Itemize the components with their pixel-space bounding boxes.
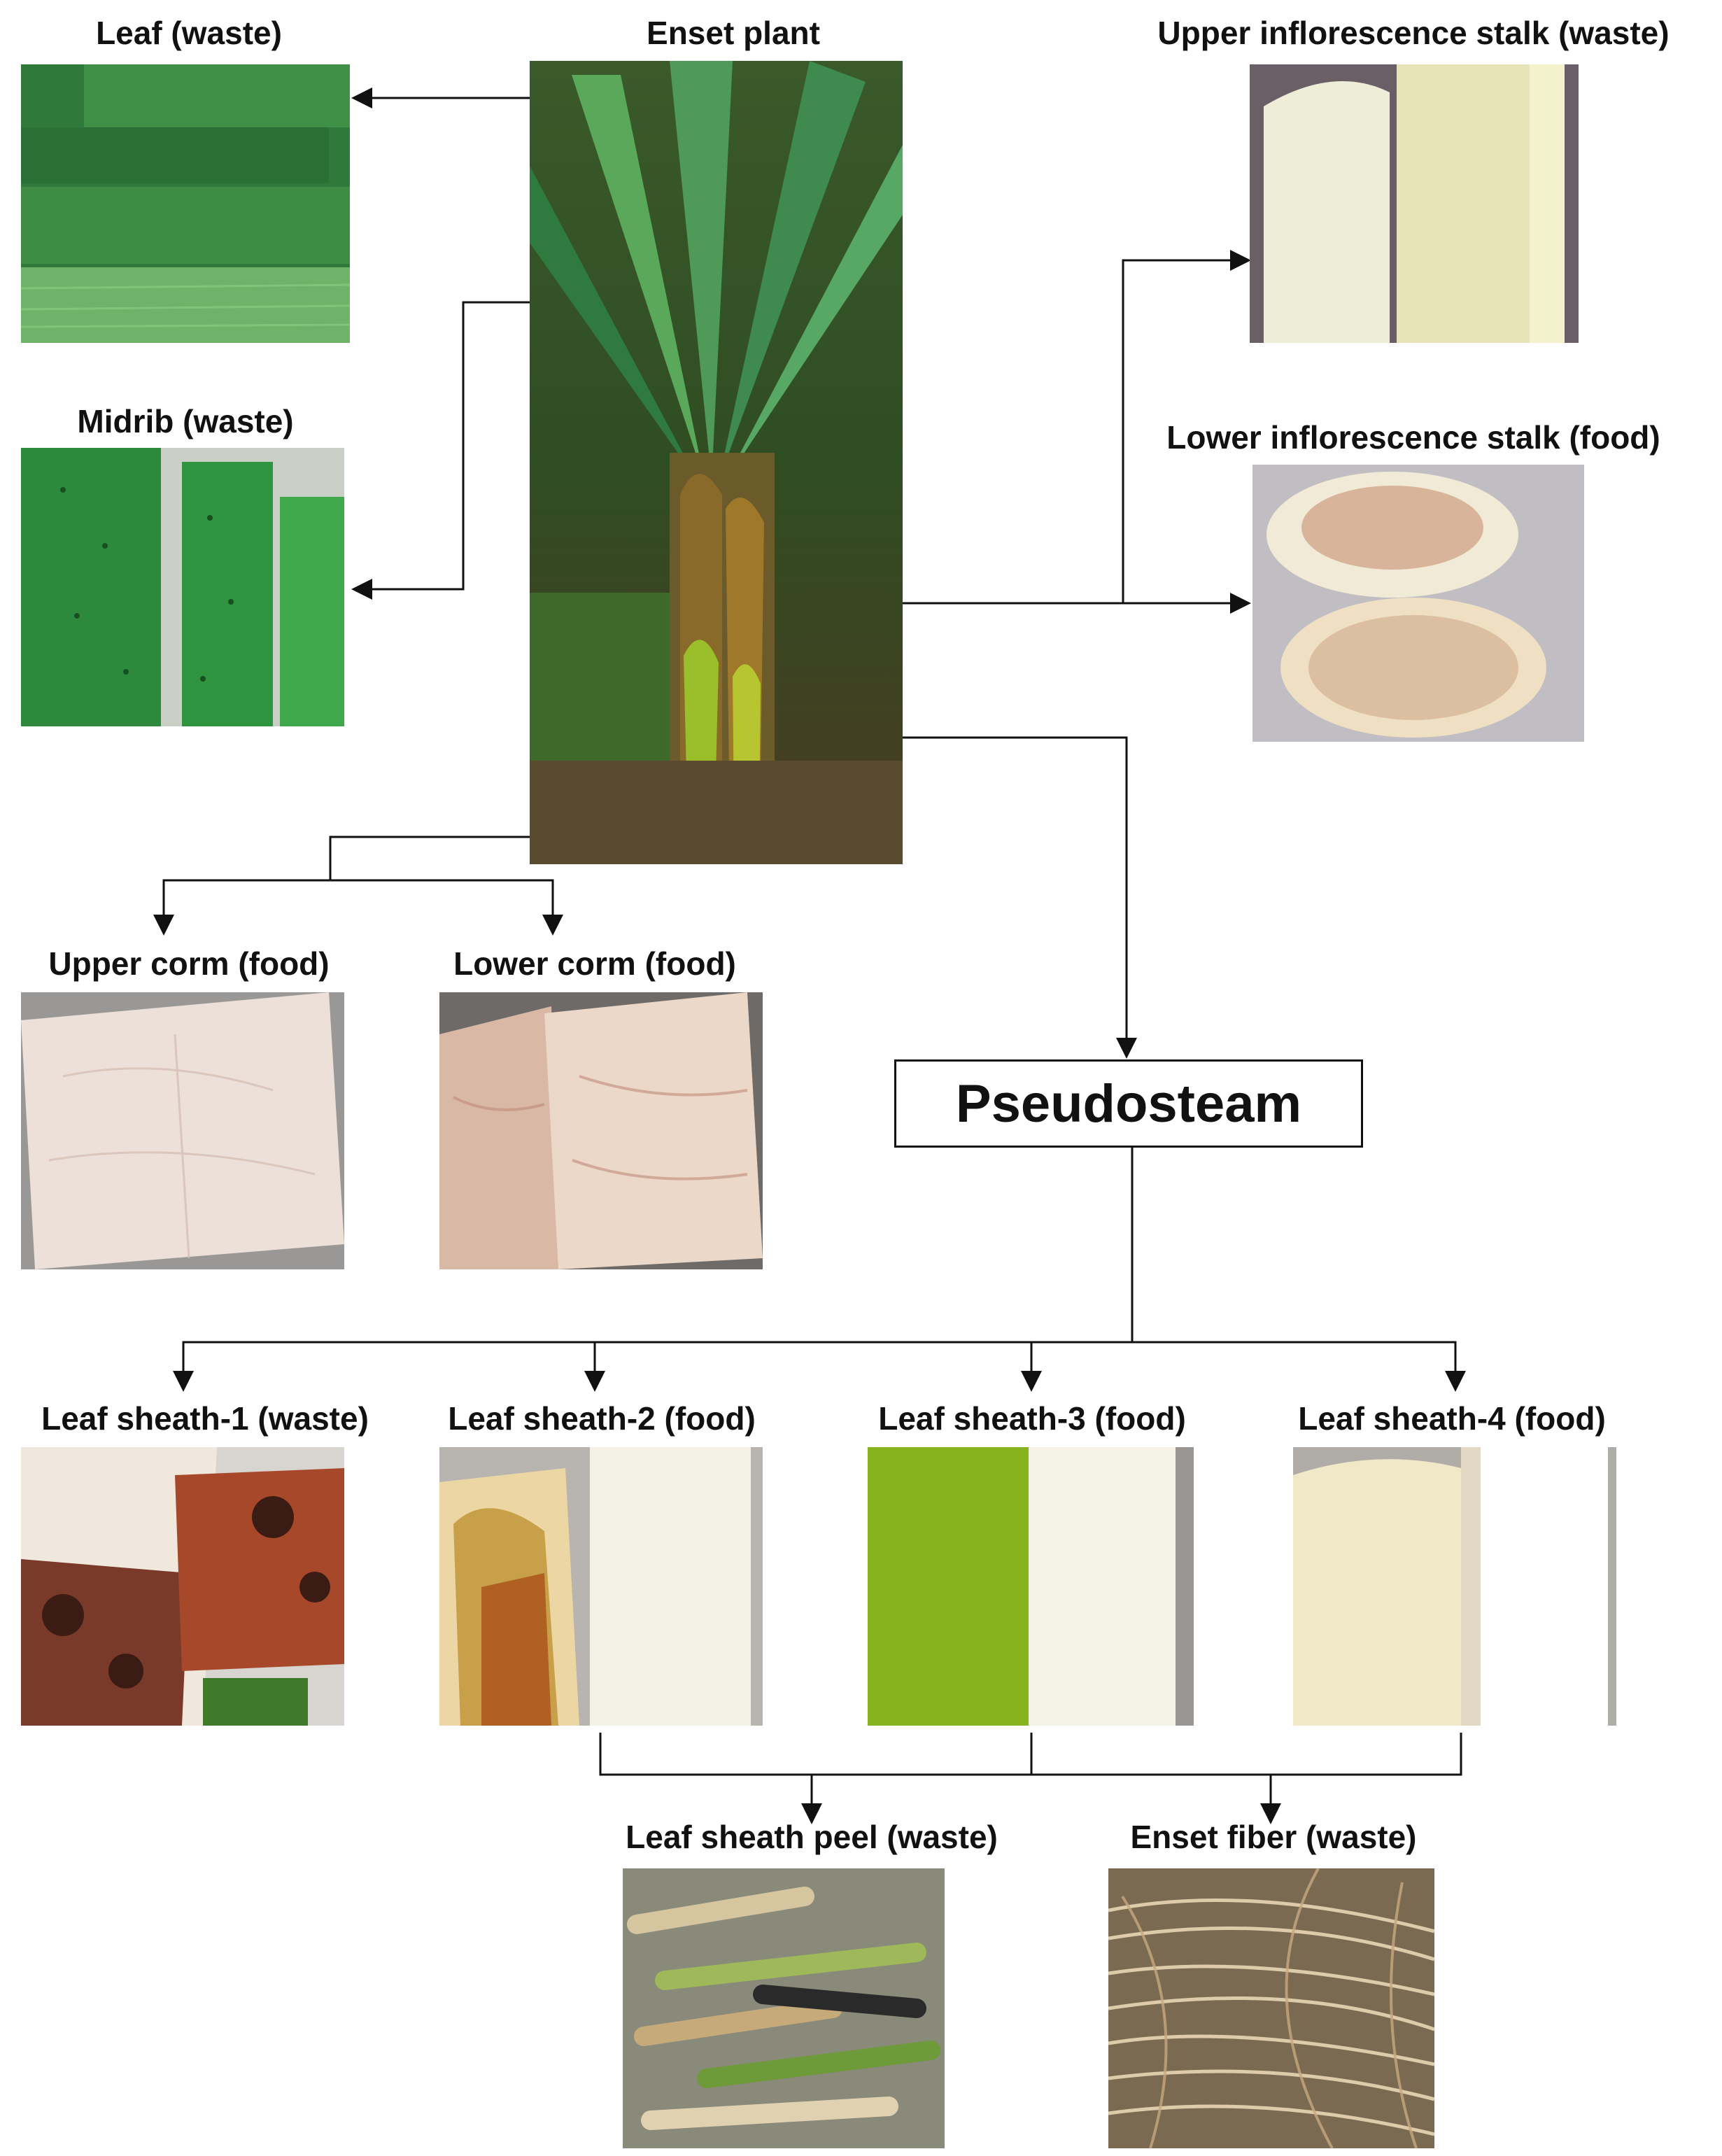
pseudostem-box: Pseudosteam xyxy=(894,1059,1363,1148)
fiber-photo xyxy=(1108,1868,1434,2148)
arrow-to-upper-corm xyxy=(153,879,330,936)
leaf-photo xyxy=(21,64,350,343)
sheath4-label: Leaf sheath-4 (food) xyxy=(1298,1400,1606,1437)
midrib-photo xyxy=(21,448,344,726)
pseudostem-label: Pseudosteam xyxy=(955,1073,1302,1134)
lower-inflorescence-label: Lower inflorescence stalk (food) xyxy=(1166,419,1660,456)
sheath1-label: Leaf sheath-1 (waste) xyxy=(41,1400,369,1437)
sheath-peel-label: Leaf sheath peel (waste) xyxy=(626,1819,998,1855)
upper-corm-photo xyxy=(21,992,344,1269)
arrow-to-sheath1 xyxy=(173,1341,1132,1392)
sheath4-photo xyxy=(1293,1447,1616,1726)
enset-plant-photo xyxy=(530,61,903,864)
midrib-label: Midrib (waste) xyxy=(77,403,294,439)
arrow-to-lower-corm xyxy=(330,879,563,936)
lower-corm-label: Lower corm (food) xyxy=(453,945,736,982)
sheath1-photo xyxy=(21,1447,344,1726)
sheath2-photo xyxy=(439,1447,763,1726)
arrow-to-upper-inflorescence xyxy=(1122,250,1251,603)
upper-corm-label: Upper corm (food) xyxy=(48,945,330,982)
sheath3-photo xyxy=(868,1447,1194,1726)
fiber-label: Enset fiber (waste) xyxy=(1130,1819,1417,1855)
sheath2-label: Leaf sheath-2 (food) xyxy=(448,1400,756,1437)
lower-inflorescence-photo xyxy=(1252,465,1584,742)
lower-corm-photo xyxy=(439,992,763,1269)
sheath-peel-photo xyxy=(623,1868,945,2148)
upper-inflorescence-label: Upper inflorescence stalk (waste) xyxy=(1157,15,1670,51)
enset-plant-label: Enset plant xyxy=(647,15,820,51)
arrow-to-sheath4 xyxy=(1132,1341,1466,1392)
upper-inflorescence-photo xyxy=(1250,64,1579,343)
sheath3-label: Leaf sheath-3 (food) xyxy=(878,1400,1186,1437)
leaf-label: Leaf (waste) xyxy=(96,15,282,51)
